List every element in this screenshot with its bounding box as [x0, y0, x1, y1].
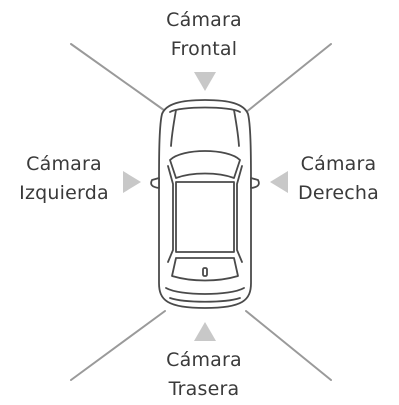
rear-camera-label: Cámara Trasera: [129, 346, 279, 404]
left-camera-label-line2: Izquierda: [19, 182, 109, 204]
car-roof: [175, 181, 235, 253]
ray-front-right: [244, 43, 332, 114]
left-camera-label: Cámara Izquierda: [0, 150, 128, 208]
car-rear-handle: [202, 267, 208, 277]
right-camera-label-line1: Cámara: [300, 153, 377, 175]
right-camera-arrow: [270, 171, 288, 193]
right-camera-label-line2: Derecha: [298, 182, 379, 204]
car-mirror-left: [150, 177, 160, 189]
rear-camera-arrow: [194, 322, 216, 341]
left-camera-arrow: [123, 171, 141, 193]
front-camera-label-line2: Frontal: [170, 38, 238, 60]
car-mirror-right: [250, 177, 260, 189]
car-hood-crease-left: [170, 109, 177, 147]
front-camera-label-line1: Cámara: [166, 9, 242, 31]
car-body: [158, 99, 252, 309]
car-side-window-left: [167, 165, 174, 263]
car-trunk-line: [165, 287, 245, 295]
car-rear-bumper-line: [169, 297, 241, 303]
right-camera-label: Cámara Derecha: [278, 150, 399, 208]
car-hood-line: [169, 106, 241, 113]
car-side-window-right: [236, 165, 243, 263]
car-windshield: [169, 150, 241, 179]
ray-rear-left: [70, 310, 166, 381]
car-hood-crease-right: [233, 109, 240, 147]
left-camera-label-line1: Cámara: [26, 153, 102, 175]
ray-front-left: [70, 43, 169, 114]
car-top-view: [150, 99, 260, 309]
rear-camera-label-line1: Cámara: [166, 349, 242, 371]
front-camera-arrow: [194, 72, 216, 91]
ray-rear-right: [245, 310, 332, 381]
rear-camera-label-line2: Trasera: [168, 378, 240, 400]
front-camera-label: Cámara Frontal: [129, 6, 279, 64]
